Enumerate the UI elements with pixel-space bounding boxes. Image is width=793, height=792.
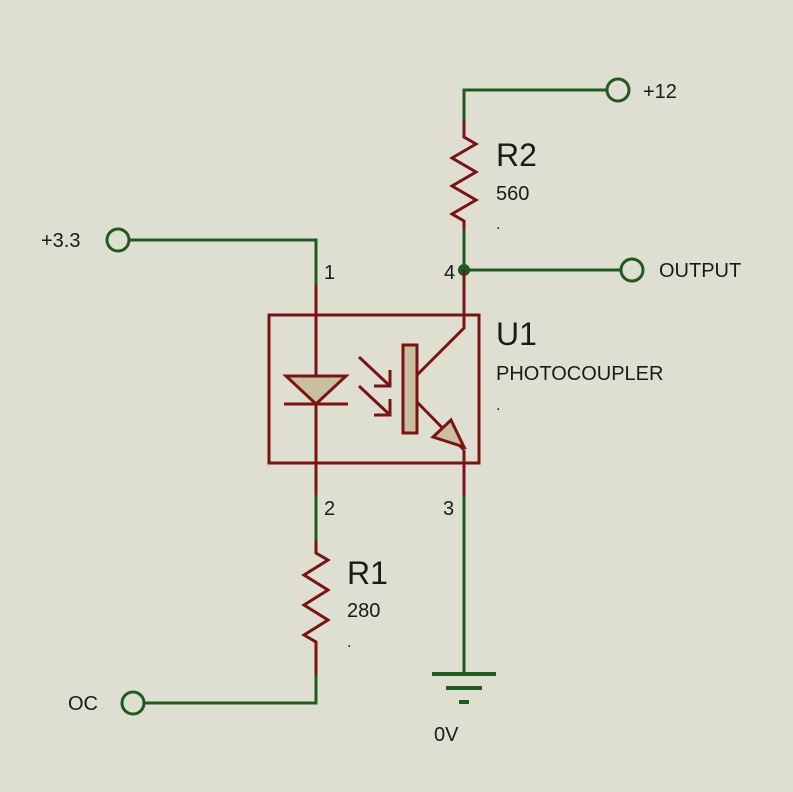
pin-3-label: 3 xyxy=(443,498,454,520)
resistor-r2[interactable] xyxy=(449,120,479,230)
terminal-plus12[interactable] xyxy=(605,77,631,103)
u1-extra: . xyxy=(496,397,500,414)
r2-extra: . xyxy=(496,216,500,233)
label-output: OUTPUT xyxy=(659,260,741,282)
led-icon xyxy=(282,374,350,407)
u1-body xyxy=(267,313,481,465)
terminal-plus3v3[interactable] xyxy=(105,227,131,253)
light-arrows-icon xyxy=(357,355,392,417)
emitter-arrow-icon xyxy=(430,417,467,450)
r1-value: 280 xyxy=(347,600,380,622)
r2-ref: R2 xyxy=(496,137,537,173)
wire-plus3v3 xyxy=(128,238,318,287)
ground-symbol xyxy=(432,672,496,704)
wire-oc xyxy=(143,673,318,705)
u1-ref: U1 xyxy=(496,316,537,352)
photocoupler-u1[interactable] xyxy=(267,270,481,495)
terminal-output[interactable] xyxy=(619,257,645,283)
resistor-r1[interactable] xyxy=(301,540,331,675)
pin-4-label: 4 xyxy=(444,262,455,284)
r2-value: 560 xyxy=(496,183,529,205)
label-oc: OC xyxy=(68,693,98,715)
wires xyxy=(128,88,622,705)
terminal-oc[interactable] xyxy=(120,690,146,716)
label-plus12: +12 xyxy=(643,81,677,103)
pin-2-label: 2 xyxy=(324,498,335,520)
label-ground: 0V xyxy=(434,724,459,746)
pin-1-label: 1 xyxy=(324,262,335,284)
r1-ref: R1 xyxy=(347,555,388,591)
label-plus3v3: +3.3 xyxy=(41,230,80,252)
wire-plus12 xyxy=(462,88,609,122)
r1-extra: . xyxy=(347,634,351,651)
u1-value: PHOTOCOUPLER xyxy=(496,363,663,385)
phototransistor-base xyxy=(401,343,419,435)
